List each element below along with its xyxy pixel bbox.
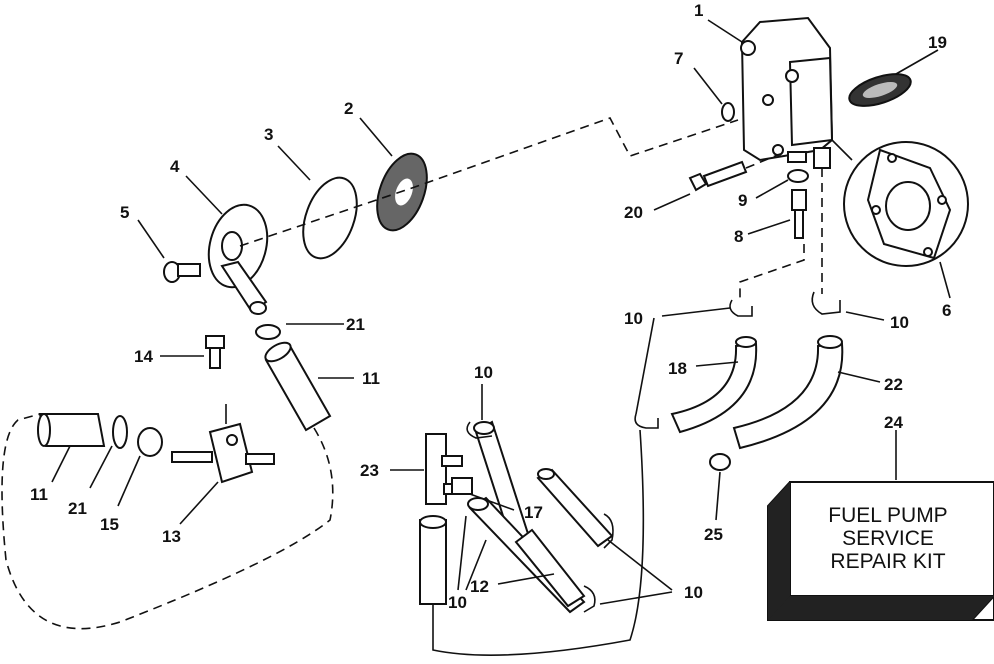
callout-25: 25 (704, 525, 723, 544)
callout-18: 18 (668, 359, 687, 378)
clamp-21-lower (112, 415, 128, 449)
callout-10-c: 10 (474, 363, 493, 382)
clamp-10-e (603, 513, 614, 549)
callout-6: 6 (942, 301, 951, 320)
callout-20: 20 (624, 203, 643, 222)
callout-23: 23 (360, 461, 379, 480)
callout-5: 5 (120, 203, 129, 222)
callout-4: 4 (170, 157, 180, 176)
hose-12-right (536, 468, 614, 548)
callout-19: 19 (928, 33, 947, 52)
kit-label-line-2: SERVICE (842, 527, 934, 550)
callout-11-upper: 11 (362, 369, 380, 388)
gasket-3 (302, 176, 358, 260)
callout-10-d: 10 (448, 593, 467, 612)
callout-22: 22 (884, 375, 903, 394)
washer-15 (137, 427, 163, 457)
line-loop-center (432, 429, 645, 656)
callout-9: 9 (738, 191, 747, 210)
hose-11-lower (37, 413, 106, 447)
dash-axis-fitting (739, 244, 805, 300)
hose-lower-left-center (514, 528, 586, 608)
fitting-8 (791, 189, 807, 239)
fitting-17 (451, 477, 473, 495)
screw-20 (688, 160, 748, 192)
kit-label-line-1: FUEL PUMP (828, 504, 947, 527)
callout-7: 7 (674, 49, 683, 68)
callout-10-e: 10 (684, 583, 703, 602)
callout-21-upper: 21 (346, 315, 365, 334)
callout-14: 14 (134, 347, 153, 366)
callout-15: 15 (100, 515, 119, 534)
hose-18 (670, 336, 758, 434)
dash-axis-main (239, 117, 739, 247)
hose-bottom (419, 515, 447, 605)
callout-17: 17 (524, 503, 543, 522)
callout-21-lower: 21 (68, 499, 87, 518)
callout-13: 13 (162, 527, 181, 546)
callout-10-a: 10 (624, 309, 643, 328)
kit-label-line-3: REPAIR KIT (830, 550, 945, 573)
clamp-25 (709, 453, 731, 471)
callout-labels: 1 7 19 2 3 4 5 20 9 8 6 10 10 18 22 24 2… (30, 1, 951, 612)
callout-24: 24 (884, 413, 903, 432)
clamp-10-b (811, 291, 841, 315)
o-ring-7 (721, 102, 735, 122)
callout-10-b: 10 (890, 313, 909, 332)
callout-11-lower: 11 (30, 485, 48, 504)
repair-kit-box: FUEL PUMP SERVICE REPAIR KIT (767, 481, 994, 621)
clamp-10-d (466, 421, 493, 439)
callout-3: 3 (264, 125, 273, 144)
gasket-19 (848, 73, 912, 107)
clamp-10-f (583, 585, 596, 613)
clamp-10-c (634, 413, 659, 429)
clamp-10-a (729, 299, 753, 317)
screw-14 (205, 335, 225, 369)
hose-11-upper (264, 341, 332, 432)
callout-1: 1 (694, 1, 703, 20)
callout-8: 8 (734, 227, 743, 246)
fuel-pump-body (740, 16, 834, 169)
screw-5 (163, 261, 201, 283)
clamp-21-upper (255, 324, 281, 340)
pump-cover-4 (207, 203, 269, 315)
o-ring-9 (787, 169, 809, 183)
hose-22 (732, 335, 844, 450)
dash-loop-left (1, 413, 334, 630)
callout-12: 12 (470, 577, 489, 596)
gasket-detail-circle (831, 139, 969, 267)
leader-lines (51, 19, 951, 605)
valve-13 (171, 422, 275, 484)
callout-2: 2 (344, 99, 353, 118)
dash-screw-20 (745, 153, 781, 169)
